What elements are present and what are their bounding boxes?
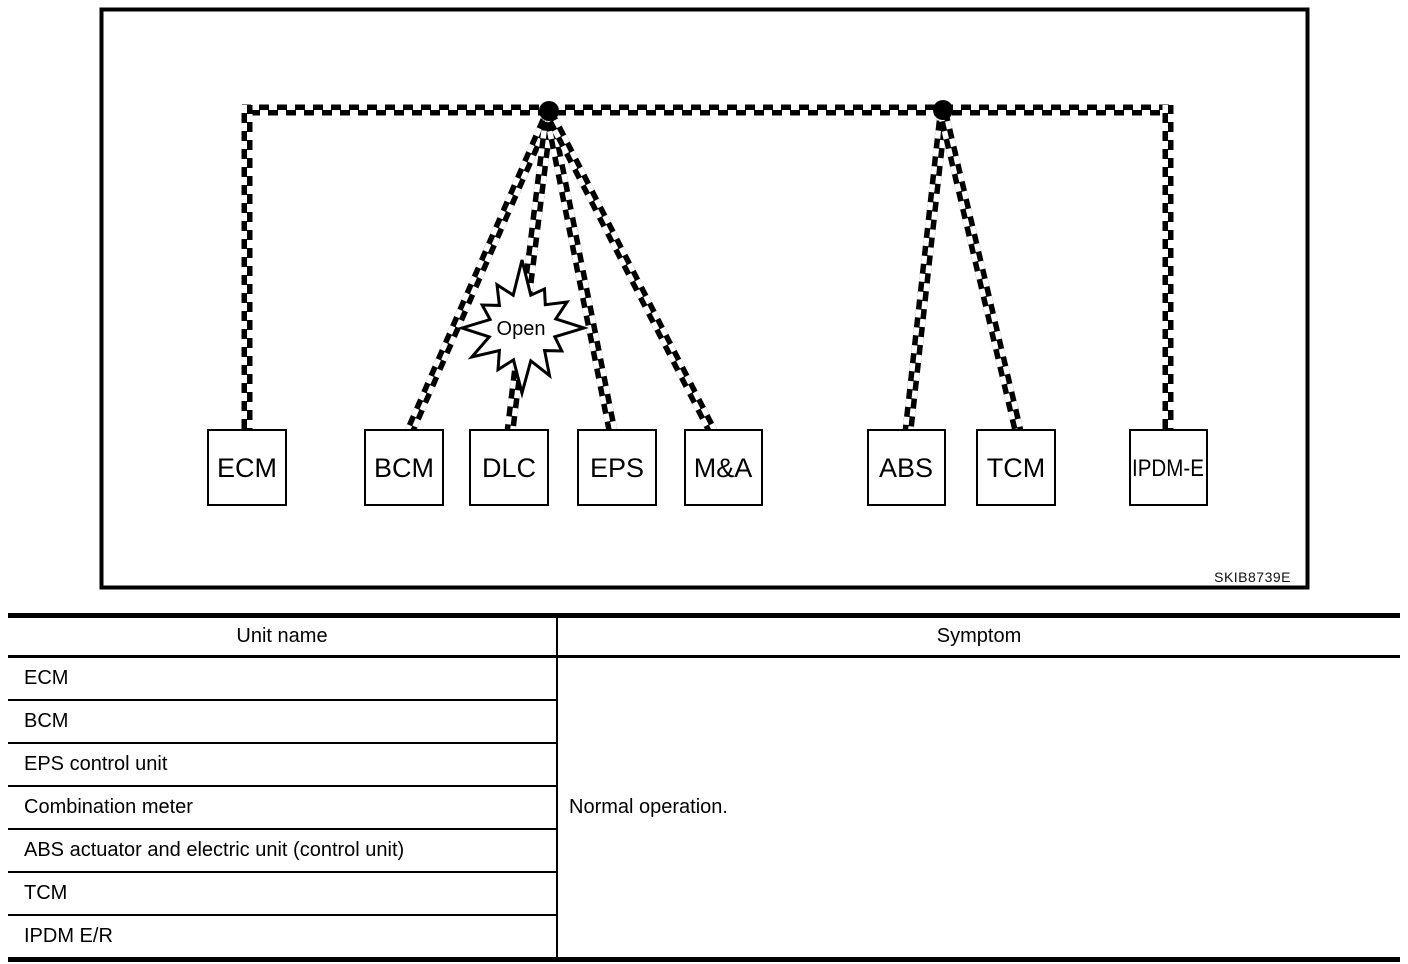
table-row: ABS actuator and electric unit (control … <box>8 830 1400 873</box>
node-box-ma: M&A <box>684 429 763 506</box>
node-box-eps: EPS <box>577 429 657 506</box>
node-rect <box>207 429 287 506</box>
table-row: IPDM E/R <box>8 916 1400 957</box>
table-row: EPS control unit <box>8 744 1400 787</box>
table-row: Combination meter <box>8 787 1400 830</box>
node-box-bcm: BCM <box>364 429 444 506</box>
can-line-segment <box>549 110 717 432</box>
node-box-ipdm: IPDM-E <box>1129 429 1208 506</box>
unit-cell: Combination meter <box>8 787 558 830</box>
node-label: M&A <box>694 453 753 483</box>
node-rect <box>684 429 763 506</box>
can-diagram: Open ECM BCM DLC EPS <box>99 7 1310 590</box>
node-label: BCM <box>374 453 434 483</box>
symptom-table: Unit name Symptom ECM Normal operation. … <box>8 613 1400 962</box>
node-rect <box>1129 429 1208 506</box>
figure-frame <box>99 7 1310 590</box>
table-header-row: Unit name Symptom <box>8 618 1400 658</box>
symptom-cell: Normal operation. <box>569 796 728 818</box>
open-fault-marker: Open <box>456 259 590 399</box>
node-rect <box>364 429 444 506</box>
unit-cell: BCM <box>8 701 558 744</box>
junction-dot-left <box>539 101 559 121</box>
node-label: ECM <box>217 453 277 483</box>
open-label: Open <box>497 318 546 340</box>
node-label: ABS <box>879 453 933 483</box>
can-line-segment <box>544 113 712 434</box>
node-rect <box>577 429 657 506</box>
unit-cell: TCM <box>8 873 558 916</box>
can-line-segment <box>404 110 550 432</box>
col-header-unit-name: Unit name <box>8 618 558 658</box>
can-line-segment <box>543 112 613 433</box>
node-rect <box>976 429 1056 506</box>
node-label: IPDM-E <box>1132 455 1204 482</box>
open-burst-icon <box>456 259 590 399</box>
table-row: TCM <box>8 873 1400 916</box>
node-box-dlc: DLC <box>469 429 549 506</box>
unit-cell: EPS control unit <box>8 744 558 787</box>
junction-dot-right <box>933 100 953 120</box>
unit-cell: ABS actuator and electric unit (control … <box>8 830 558 873</box>
table-row: BCM <box>8 701 1400 744</box>
unit-nodes: ECM BCM DLC EPS M&A ABS <box>207 429 1208 506</box>
node-box-ecm: ECM <box>207 429 287 506</box>
col-header-symptom: Symptom <box>558 618 1400 658</box>
figure-caption: SKIB8739E <box>1214 569 1291 585</box>
node-box-abs: ABS <box>867 429 946 506</box>
can-line-segment <box>937 112 1018 433</box>
node-label: TCM <box>987 453 1045 483</box>
node-label: DLC <box>482 453 536 483</box>
node-label: EPS <box>590 453 644 483</box>
unit-cell: IPDM E/R <box>8 916 558 957</box>
can-line-segment <box>908 113 949 432</box>
unit-cell: ECM <box>8 658 558 701</box>
table-row: ECM Normal operation. <box>8 658 1400 818</box>
can-bus-lines <box>241 104 1174 434</box>
node-rect <box>469 429 549 506</box>
can-line-segment <box>410 112 555 434</box>
node-rect <box>867 429 946 506</box>
node-box-tcm: TCM <box>976 429 1056 506</box>
